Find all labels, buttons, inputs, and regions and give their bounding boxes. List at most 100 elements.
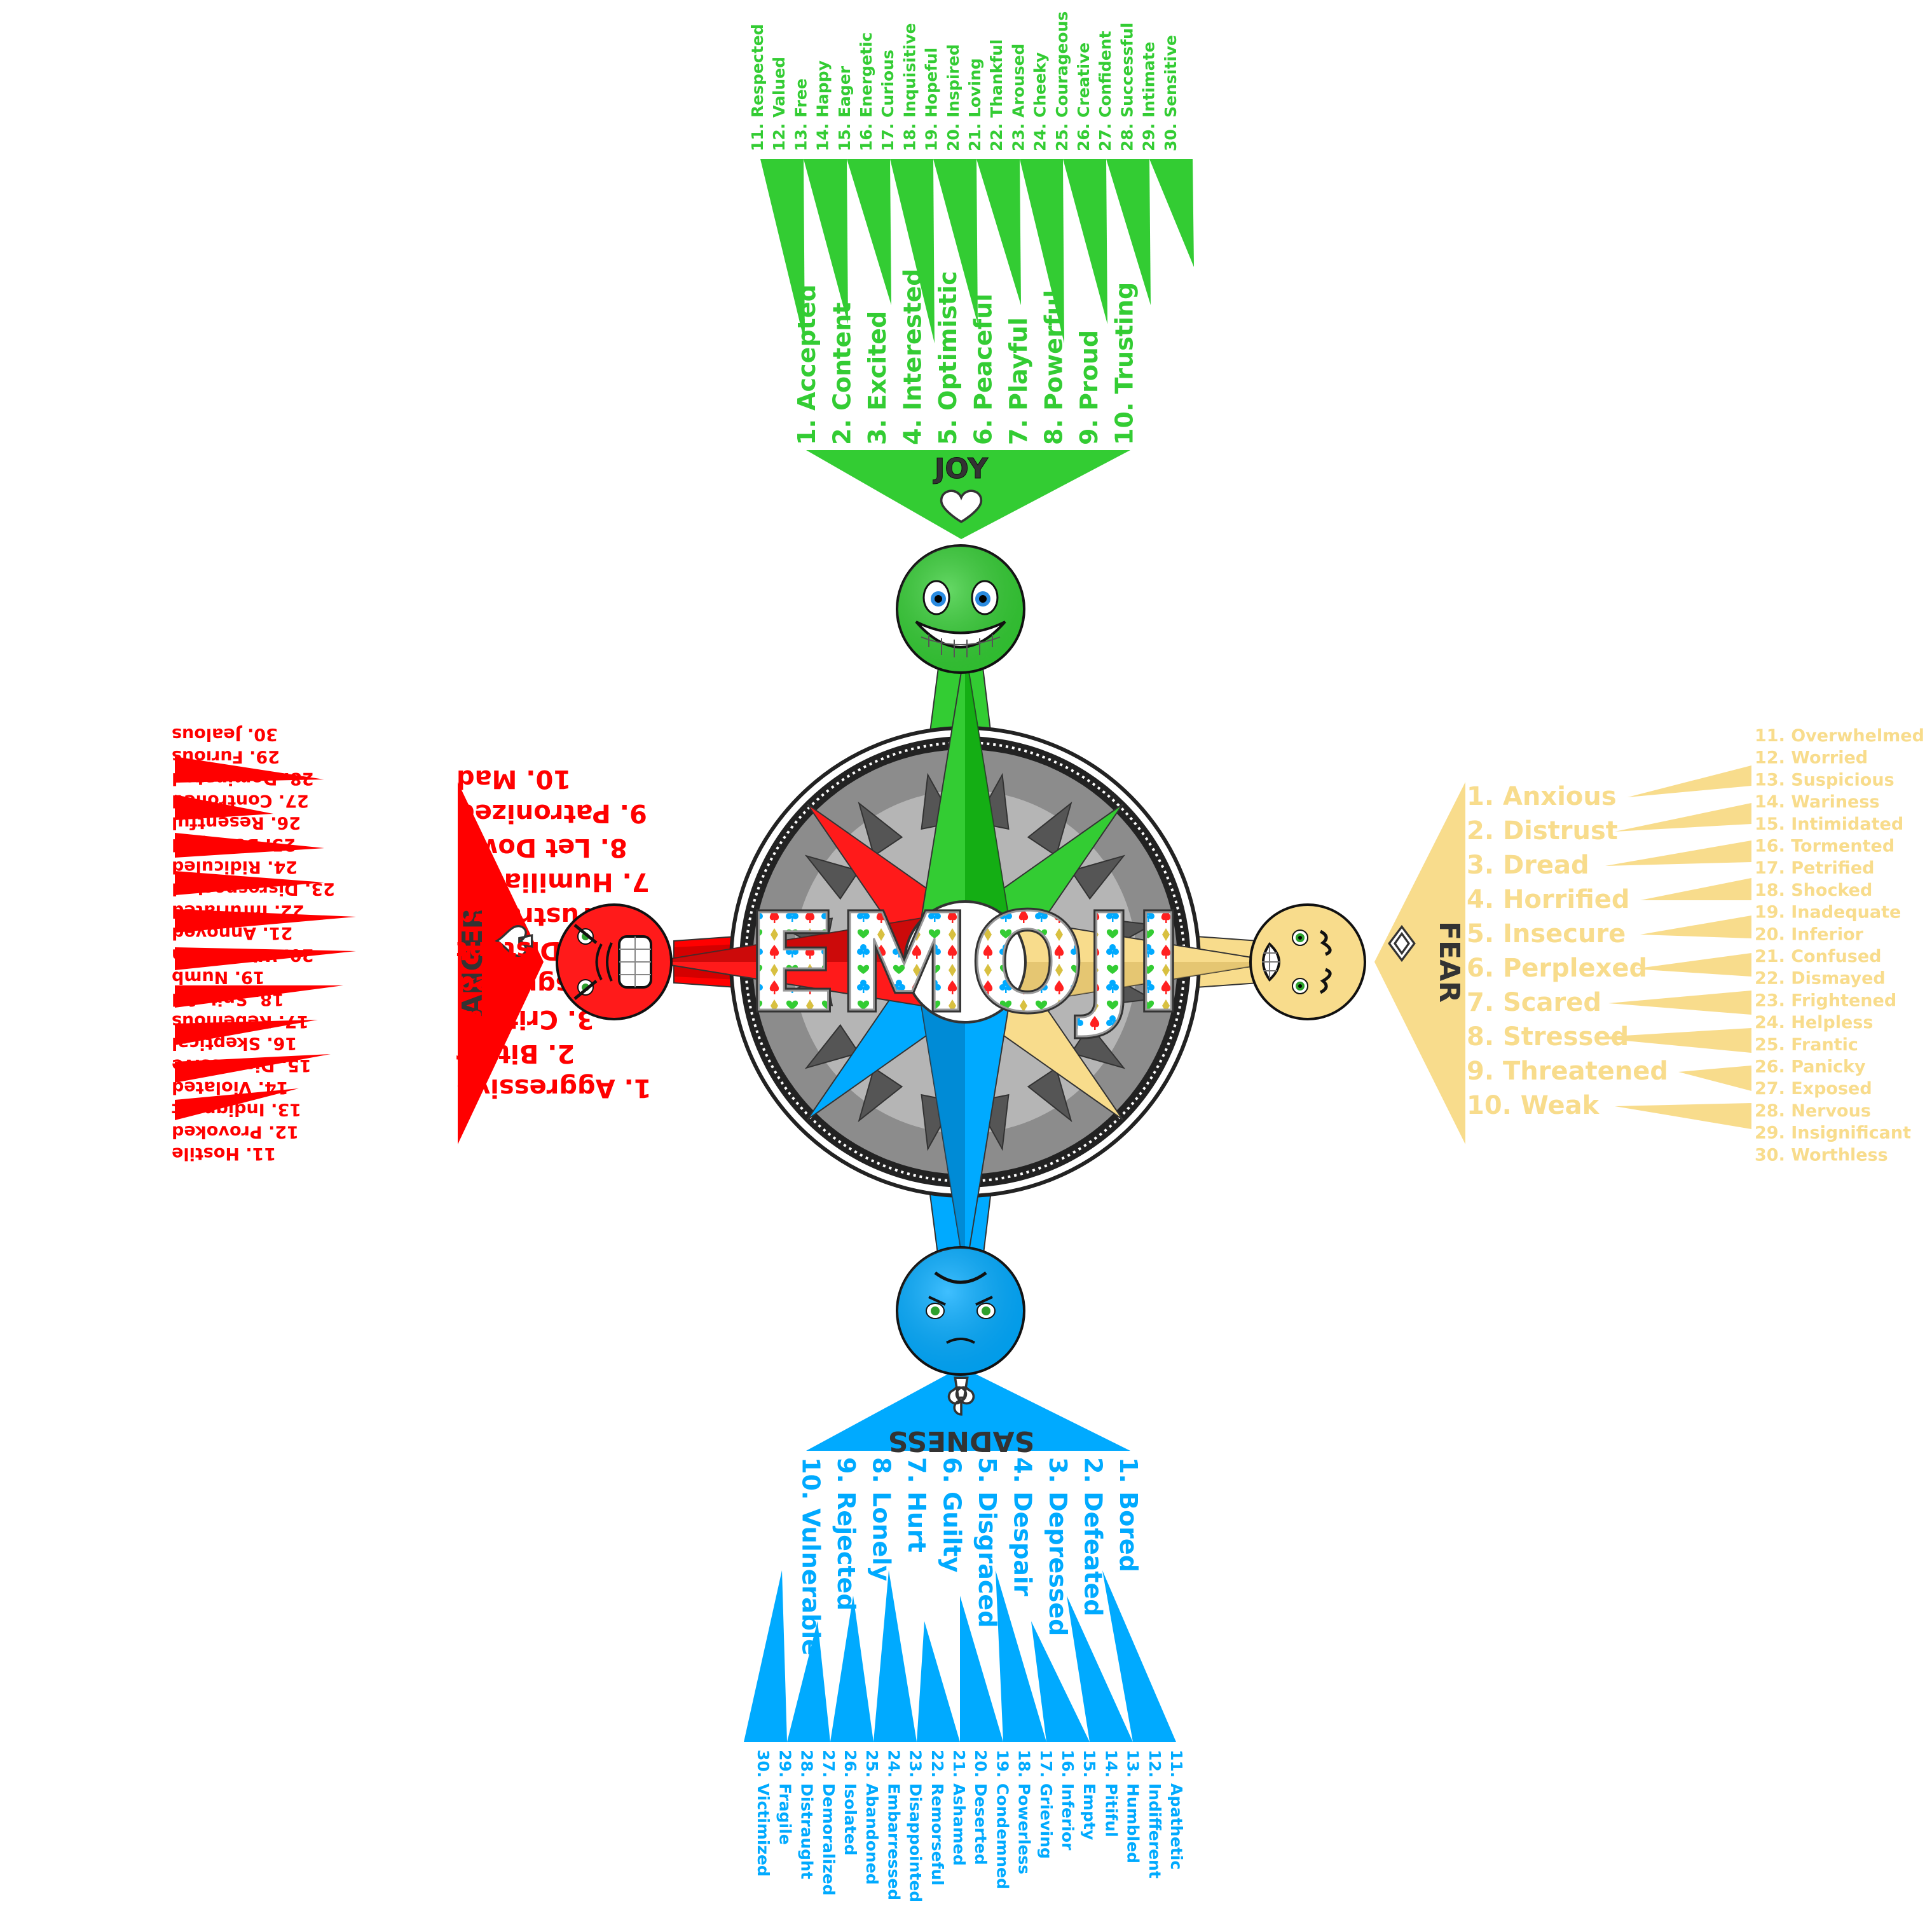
joy-secondary-label: 19. Hopeful xyxy=(922,48,941,151)
joy-secondary-label: 23. Aroused xyxy=(1009,44,1027,151)
fear-secondary-label: 30. Worthless xyxy=(1755,1145,1888,1165)
anger-banner xyxy=(458,782,544,1144)
sadness-secondary-label: 14. Pitiful xyxy=(1102,1750,1120,1837)
anger-secondary-label: 23. Disrespected xyxy=(172,879,335,899)
fear-wedge xyxy=(1678,1066,1751,1091)
joy-primary-label: 4. Interested xyxy=(899,268,927,445)
compass-spike xyxy=(804,1024,860,1069)
joy-secondary-label: 13. Free xyxy=(791,78,810,151)
compass-spike xyxy=(804,854,860,900)
sadness-primary-label: 3. Depressed xyxy=(1044,1457,1072,1636)
joy-secondary-label: 27. Confident xyxy=(1096,31,1114,151)
sadness-wedge xyxy=(1031,1621,1090,1742)
anger-secondary-label: 25. Betrayed xyxy=(172,835,296,854)
sadness-secondary-label: 29. Fragile xyxy=(776,1750,794,1845)
joy-wedge xyxy=(760,159,805,343)
joy-face-icon xyxy=(896,544,1025,674)
fear-wedge xyxy=(1640,915,1751,938)
fear-primary-label: 5. Insecure xyxy=(1467,919,1626,949)
joy-secondary-label: 21. Loving xyxy=(966,58,984,151)
sadness-primary-label: 5. Disgraced xyxy=(973,1457,1001,1628)
anger-secondary-label: 26. Resentful xyxy=(172,813,301,833)
joy-secondary-label: 28. Successful xyxy=(1118,23,1136,151)
sadness-wedge xyxy=(917,1621,960,1742)
fear-secondary-label: 23. Frightened xyxy=(1755,991,1896,1010)
center-title: EMOJI EMOJI xyxy=(744,883,1186,1045)
sadness-secondary-label: 11. Apathetic xyxy=(1167,1750,1186,1870)
anger-wedge xyxy=(175,871,324,895)
sadness-face-icon xyxy=(896,1246,1025,1376)
sadness-secondary-label: 19. Condemned xyxy=(993,1750,1011,1889)
fear-secondary-label: 27. Exposed xyxy=(1755,1079,1872,1099)
anger-primary-label: 7. Humiliated xyxy=(456,867,650,896)
joy-wedge xyxy=(1149,159,1194,267)
sadness-secondary-label: 18. Powerless xyxy=(1015,1750,1034,1874)
anger-wedge xyxy=(175,1088,299,1120)
fear-secondary-label: 15. Intimidated xyxy=(1755,814,1903,834)
fear-secondary-label: 28. Nervous xyxy=(1755,1101,1871,1121)
anger-primary-label: 8. Let Down xyxy=(456,833,627,862)
sadness-secondary-label: 16. Inferior xyxy=(1058,1750,1077,1851)
compass-spike xyxy=(1027,1067,1072,1123)
joy-primary-label: 2. Content xyxy=(828,303,856,445)
compass-spike xyxy=(858,1067,903,1123)
sadness-primary-label: 4. Despair xyxy=(1009,1457,1037,1596)
joy-secondary-label: 16. Energetic xyxy=(857,32,875,151)
sadness-wedge xyxy=(996,1570,1046,1742)
anger-secondary-label: 22. Infuriated xyxy=(172,901,305,921)
anger-primary-label: 3. Critical xyxy=(456,1004,594,1034)
anger-wedge xyxy=(175,1054,331,1083)
joy-secondary-label: 22. Thankful xyxy=(987,39,1006,151)
anger-secondary-label: 19. Numb xyxy=(172,967,265,987)
joy-primary-label: 9. Proud xyxy=(1075,330,1103,445)
sadness-secondary-label: 27. Demoralized xyxy=(819,1750,838,1896)
diamond-icon xyxy=(1388,924,1416,963)
sadness-banner xyxy=(806,1367,1130,1451)
sadness-primary-label: 2. Defeated xyxy=(1079,1457,1107,1617)
anger-wedge xyxy=(175,1020,318,1045)
joy-secondary-label: 26. Creative xyxy=(1074,43,1093,151)
joy-secondary-label: 12. Valued xyxy=(770,57,788,151)
fear-primary-label: 10. Weak xyxy=(1467,1091,1600,1120)
joy-secondary-label: 15. Eager xyxy=(835,65,854,151)
anger-secondary-label: 21. Annoyed xyxy=(172,923,292,943)
fear-secondary-label: 18. Shocked xyxy=(1755,881,1872,900)
compass-spike xyxy=(1070,1024,1126,1069)
sadness-secondary-label: 24. Embarressed xyxy=(884,1750,903,1900)
fear-face-icon xyxy=(1249,903,1366,1020)
fear-primary-label: 2. Distrust xyxy=(1467,816,1618,846)
fear-wedge xyxy=(1605,840,1751,866)
sadness-secondary-label: 17. Grieving xyxy=(1037,1750,1055,1859)
anger-secondary-label: 29. Furious xyxy=(172,746,280,766)
joy-secondary-label: 14. Happy xyxy=(814,60,832,151)
joy-wedge xyxy=(976,159,1021,305)
joy-secondary-label: 11. Respected xyxy=(748,24,767,151)
anger-secondary-label: 28. Dominated xyxy=(172,769,314,788)
joy-primary-label: 10. Trusting xyxy=(1111,282,1139,445)
sadness-primary-label: 1. Bored xyxy=(1114,1457,1142,1572)
joy-label: JOY xyxy=(933,453,989,485)
joy-wedge xyxy=(890,159,935,343)
anger-label: ANGER xyxy=(456,908,489,1017)
sadness-secondary-label: 26. Isolated xyxy=(841,1750,860,1856)
fear-primary-label: 8. Stressed xyxy=(1467,1022,1629,1052)
fear-primary-label: 9. Threatened xyxy=(1467,1057,1668,1086)
anger-wedge xyxy=(175,833,324,858)
anger-secondary-label: 14. Violated xyxy=(172,1078,288,1097)
sadness-secondary-label: 12. Indifferent xyxy=(1146,1750,1164,1879)
joy-primary-label: 5. Optimistic xyxy=(934,271,962,445)
fear-banner xyxy=(1374,782,1465,1144)
joy-wedge xyxy=(804,159,848,324)
fear-secondary-label: 24. Helpless xyxy=(1755,1013,1873,1032)
fear-secondary-label: 16. Tormented xyxy=(1755,837,1894,856)
anger-secondary-label: 30. Jealous xyxy=(172,725,278,744)
anger-wedge xyxy=(175,985,343,1008)
anger-secondary-label: 11. Hostile xyxy=(172,1144,276,1163)
sadness-secondary-label: 21. Ashamed xyxy=(950,1750,968,1866)
anger-secondary-label: 15. Dismissive xyxy=(172,1055,312,1075)
sadness-wedge xyxy=(830,1596,874,1742)
